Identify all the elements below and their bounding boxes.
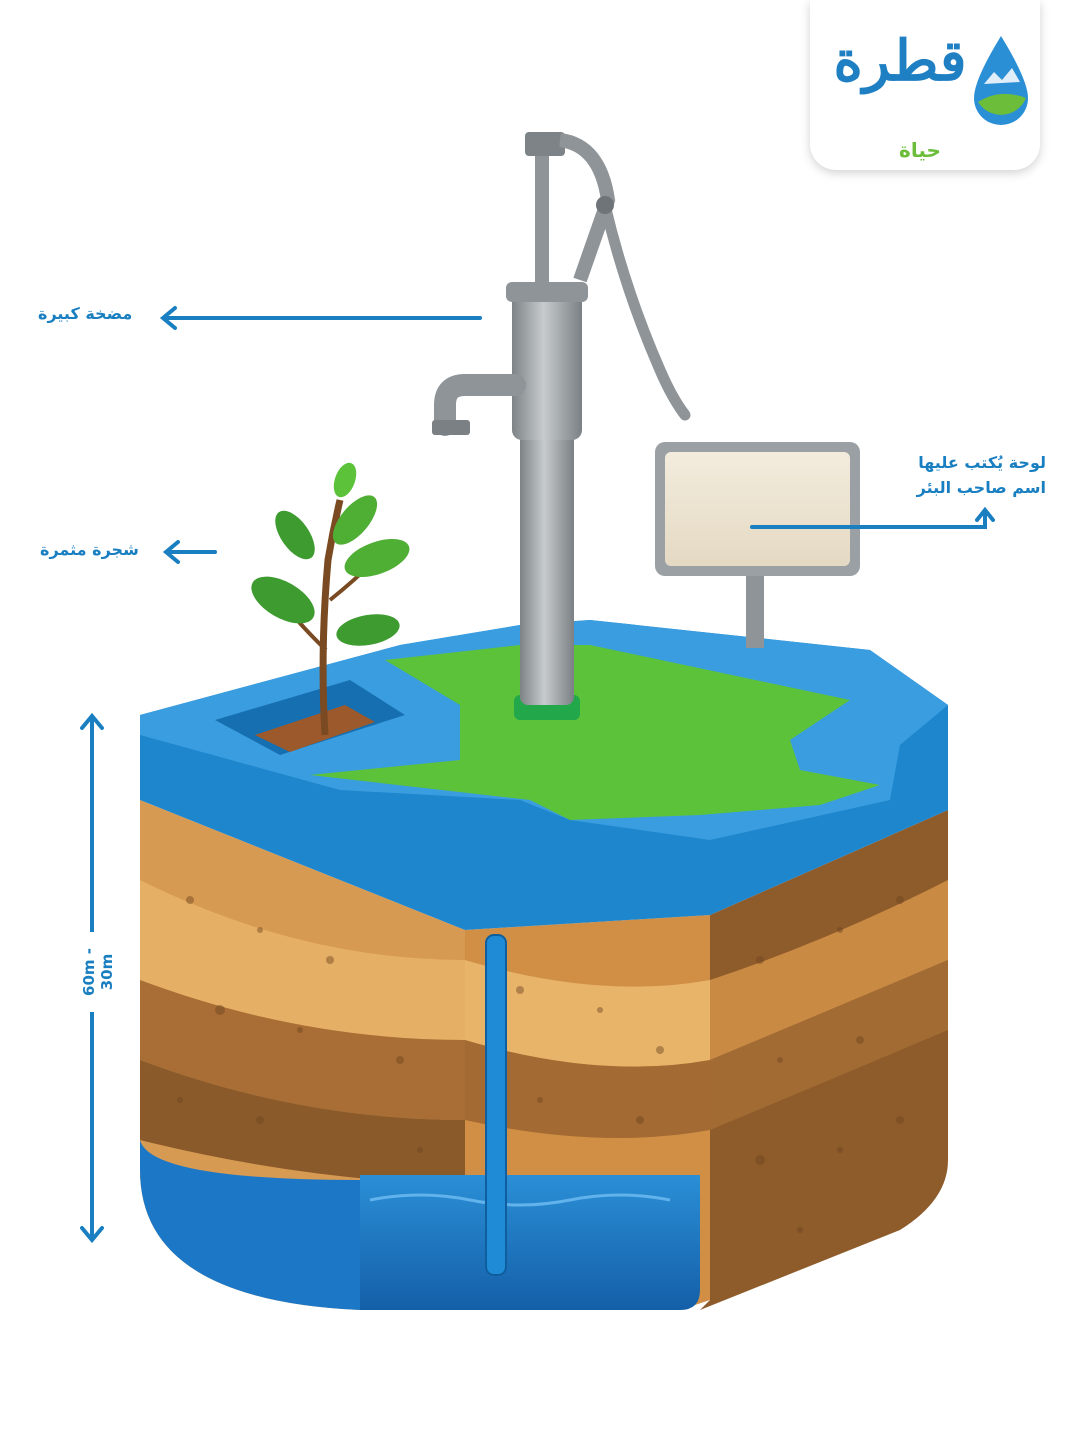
grass-area bbox=[310, 645, 880, 820]
sign-label: لوحة يُكتب عليها اسم صاحب البئر bbox=[880, 450, 1046, 500]
sign-label-line1: لوحة يُكتب عليها bbox=[918, 453, 1046, 472]
soil-texture bbox=[177, 896, 904, 1233]
depth-label: 60m - 30m bbox=[80, 932, 116, 1012]
logo: قطرة حياة bbox=[810, 0, 1040, 170]
logo-main-text: قطرة bbox=[833, 28, 967, 94]
soil-layers-middle bbox=[360, 915, 710, 1310]
sign-label-line2: اسم صاحب البئر bbox=[916, 478, 1046, 497]
fruit-tree bbox=[251, 462, 410, 736]
soil-layers-right bbox=[700, 810, 948, 1310]
water-drop-icon bbox=[974, 36, 1028, 125]
arrow-left-icon bbox=[159, 306, 482, 330]
double-arrow-vertical-icon bbox=[80, 712, 104, 1244]
owner-sign bbox=[655, 442, 860, 648]
tree-pit bbox=[215, 680, 405, 755]
logo-sub-text: حياة bbox=[899, 138, 941, 162]
tree-label: شجرة مثمرة bbox=[40, 540, 139, 559]
arrow-up-icon bbox=[750, 506, 995, 529]
arrow-left-icon bbox=[162, 540, 217, 564]
hand-pump bbox=[432, 132, 691, 720]
well-pipe bbox=[485, 934, 507, 1276]
soil-layers-front bbox=[140, 800, 465, 1310]
faucet-label: مضخة كبيرة bbox=[38, 304, 133, 323]
